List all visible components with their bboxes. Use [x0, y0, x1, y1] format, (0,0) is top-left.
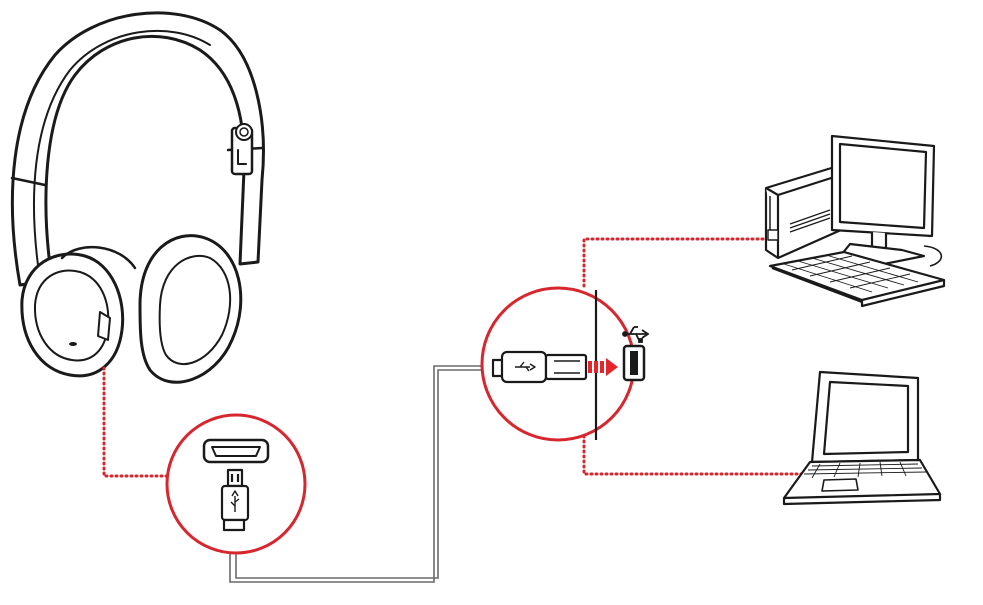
- link-port-to-desktop: [582, 237, 768, 288]
- micro-usb-connector: [220, 468, 250, 532]
- usb-port-callout: [480, 286, 650, 442]
- link-headset-to-microusb: [102, 366, 172, 478]
- micro-usb-port: [202, 438, 270, 464]
- usb-icon: [515, 361, 536, 372]
- usb-icon: [622, 326, 650, 343]
- laptop: [782, 370, 942, 506]
- link-port-to-laptop: [582, 434, 814, 476]
- usb-cable: [229, 365, 496, 583]
- usb-port: [622, 344, 646, 382]
- usb-icon: [230, 490, 240, 512]
- desktop-computer: [764, 134, 946, 308]
- insert-arrow: [588, 358, 618, 376]
- headset: [10, 11, 265, 384]
- dotted-links: [102, 237, 814, 478]
- usb-a-connector: [491, 350, 588, 384]
- micro-usb-callout: [165, 413, 307, 555]
